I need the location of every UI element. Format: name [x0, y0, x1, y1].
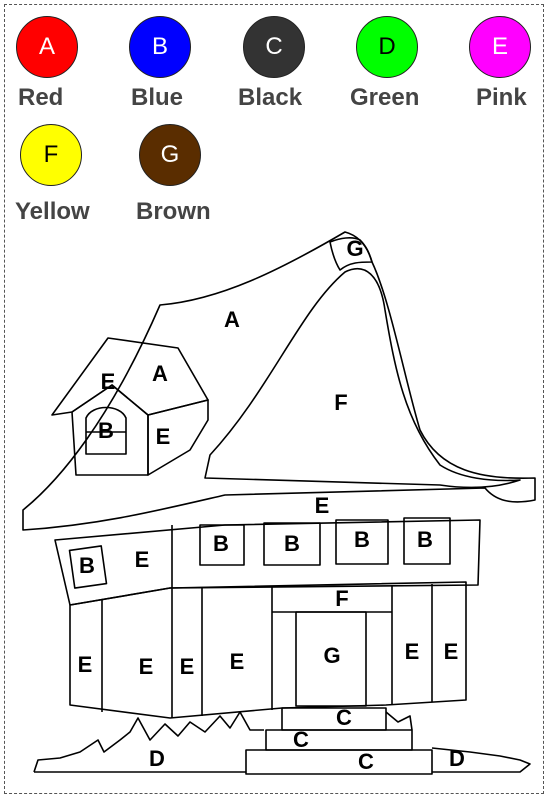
color-name-blue: Blue	[131, 84, 184, 111]
step-middle-outline	[265, 729, 413, 751]
swatch-green: D	[356, 16, 418, 78]
label-wall-panel-5: E	[405, 639, 420, 664]
dormer-side-outline	[147, 399, 209, 476]
label-roof-peak: G	[346, 236, 363, 261]
swatch-pink: E	[469, 16, 531, 78]
roof-peak-outline	[329, 237, 373, 271]
lower-storey-outline	[69, 581, 467, 719]
label-upper-left-wall: E	[135, 547, 150, 572]
swatch-red: A	[16, 16, 78, 78]
color-name-pink: Pink	[476, 84, 527, 111]
label-upper-band: E	[315, 493, 330, 518]
label-step-bottom: C	[358, 749, 374, 774]
label-step-top: C	[336, 705, 352, 730]
label-dormer-side: E	[156, 424, 171, 449]
label-wall-panel-2: E	[139, 654, 154, 679]
label-upper-window-3: B	[354, 527, 370, 552]
label-door-header: F	[335, 586, 348, 611]
label-upper-window-1: B	[213, 531, 229, 556]
label-door: G	[323, 643, 340, 668]
swatch-yellow: F	[20, 124, 82, 186]
color-name-yellow: Yellow	[15, 198, 90, 225]
swatch-blue: B	[129, 16, 191, 78]
grass-left-outline	[33, 711, 264, 773]
label-roof-underside: F	[334, 390, 347, 415]
label-main-roof: A	[224, 307, 240, 332]
label-wall-panel-3: E	[180, 654, 195, 679]
dormer-roof-outline	[51, 337, 209, 416]
color-name-black: Black	[238, 84, 303, 111]
label-wall-panel-1: E	[78, 652, 93, 677]
label-dormer-window: B	[98, 418, 114, 443]
dormer-window-outline	[85, 406, 127, 455]
label-grass-right: D	[449, 746, 465, 771]
label-upper-window-2: B	[284, 531, 300, 556]
page-border	[4, 4, 544, 794]
label-step-middle: C	[293, 727, 309, 752]
step-bottom-outline	[245, 749, 433, 775]
label-dormer-front: E	[101, 369, 116, 394]
color-name-red: Red	[18, 84, 64, 111]
main-roof-outline	[22, 231, 536, 531]
grass-right-outline	[385, 711, 531, 773]
label-upper-window-4: B	[417, 527, 433, 552]
label-grass-left: D	[149, 746, 165, 771]
label-wall-panel-6: E	[444, 639, 459, 664]
label-wall-panel-4: E	[230, 649, 245, 674]
swatch-brown: G	[139, 124, 201, 186]
door-outline	[295, 611, 367, 707]
swatch-black: C	[243, 16, 305, 78]
color-name-green: Green	[350, 84, 420, 111]
label-upper-left-window: B	[79, 553, 95, 578]
color-name-brown: Brown	[136, 198, 211, 225]
roof-underside-outline	[204, 267, 521, 489]
label-dormer-roof: A	[152, 361, 168, 386]
